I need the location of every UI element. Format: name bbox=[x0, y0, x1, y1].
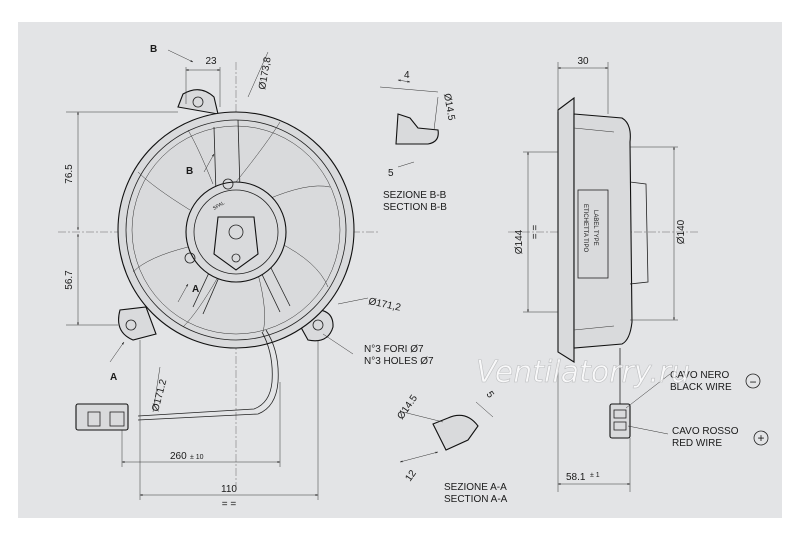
section-bb-profile bbox=[395, 113, 439, 145]
side-rib-2 bbox=[573, 325, 615, 331]
top-mount-hole bbox=[192, 96, 204, 108]
side-motor-rear bbox=[629, 181, 649, 285]
fan-housing-inner bbox=[125, 119, 347, 341]
section-bb-dim-dia: Ø14.5 bbox=[441, 93, 457, 122]
section-bb: 4 Ø14.5 5 SEZIONE B-B SECTION B-B bbox=[379, 70, 457, 213]
side-flange bbox=[557, 96, 575, 363]
leader-bolt-circle bbox=[337, 297, 369, 305]
watermark: Ventilatorry.ru bbox=[476, 355, 690, 390]
section-aa-title-it: SEZIONE A-A bbox=[444, 482, 507, 493]
side-rib-1 bbox=[573, 127, 615, 133]
black-wire-it: CAVO NERO bbox=[670, 370, 729, 381]
section-aa-title-en: SECTION A-A bbox=[444, 494, 508, 505]
negative-symbol-circle bbox=[745, 373, 761, 389]
black-wire-symbol: − bbox=[749, 375, 756, 389]
side-connector-pin-2 bbox=[613, 421, 627, 431]
dim-b-width: 23 bbox=[205, 56, 217, 67]
dim-bolt-circle-2: Ø171.2 bbox=[150, 378, 169, 413]
side-connector bbox=[609, 403, 631, 439]
section-a-arrow-top bbox=[177, 283, 189, 303]
left-mounting-lug bbox=[118, 306, 157, 341]
section-aa-dim-dia: Ø14.5 bbox=[395, 393, 420, 422]
connector-latch bbox=[87, 411, 101, 427]
dim-bottom-height: 56.7 bbox=[64, 270, 75, 290]
section-bb-dim-4: 4 bbox=[404, 70, 410, 81]
left-mount-hole bbox=[125, 319, 137, 331]
section-bb-dia-line bbox=[433, 96, 439, 131]
section-bb-dim4-line bbox=[397, 79, 411, 83]
symmetry-mark-110: = = bbox=[222, 499, 237, 510]
section-a-marker-bottom: A bbox=[110, 372, 117, 383]
motor-ring bbox=[193, 189, 279, 275]
hub-logo-text: SPAL bbox=[212, 200, 226, 212]
dim-outer-dia: Ø173,8 bbox=[257, 56, 274, 91]
cable-length-tolerance: ± 10 bbox=[190, 454, 204, 461]
section-bb-dim-5: 5 bbox=[388, 168, 394, 179]
connector-pin-block bbox=[109, 411, 125, 427]
section-bb-title-it: SEZIONE B-B bbox=[383, 190, 447, 201]
fan-ring bbox=[131, 125, 341, 335]
hub-screw-top bbox=[222, 178, 234, 190]
dim-top-height: 76.5 bbox=[64, 164, 75, 184]
side-view: ETICHETTA TIPO LABEL TYPE 30 Ø144 = = Ø1… bbox=[508, 56, 769, 492]
red-wire-en: RED WIRE bbox=[672, 438, 722, 449]
motor-shaft bbox=[228, 224, 244, 240]
side-dim-140: Ø140 bbox=[676, 219, 687, 244]
cable-connector bbox=[75, 403, 129, 431]
leader-black-wire bbox=[625, 373, 671, 409]
hub-screw-left bbox=[184, 252, 196, 264]
section-b-arrow-top bbox=[167, 49, 194, 63]
holes-label-it: N°3 FORI Ø7 bbox=[364, 344, 424, 355]
fan-cable bbox=[137, 329, 279, 421]
front-view: SPAL 76.5 56.7 23 Ø173,8 B B A A bbox=[58, 44, 434, 510]
width-110: 110 bbox=[221, 484, 237, 495]
side-depth: 58.1 bbox=[566, 472, 586, 483]
section-b-marker-bottom: B bbox=[186, 166, 193, 177]
section-aa-dim12-line bbox=[399, 451, 439, 463]
section-aa-dim-5: 5 bbox=[484, 389, 496, 400]
section-b-marker-top: B bbox=[150, 44, 157, 55]
technical-drawing: SPAL 76.5 56.7 23 Ø173,8 B B A A bbox=[58, 44, 769, 510]
leader-outer-dia bbox=[247, 51, 269, 98]
positive-symbol-circle bbox=[753, 430, 769, 446]
side-dim-30: 30 bbox=[577, 56, 589, 67]
red-wire-symbol: + bbox=[757, 431, 764, 445]
section-aa-profile bbox=[432, 414, 479, 451]
section-bb-title-en: SECTION B-B bbox=[383, 202, 447, 213]
holes-label-en: N°3 HOLES Ø7 bbox=[364, 356, 434, 367]
dim-bolt-circle: Ø171,2 bbox=[367, 296, 402, 314]
section-aa-ext bbox=[402, 411, 444, 423]
cable-length: 260 bbox=[170, 451, 187, 462]
drawing-sheet: SPAL 76.5 56.7 23 Ø173,8 B B A A bbox=[18, 22, 782, 518]
leader-holes bbox=[322, 333, 354, 355]
section-aa: Ø14.5 5 12 SEZIONE A-A SECTION A-A bbox=[395, 389, 507, 505]
right-mount-hole bbox=[312, 319, 324, 331]
motor-cap bbox=[213, 216, 259, 271]
section-a-marker-top: A bbox=[192, 284, 199, 295]
hub-screw-bottom bbox=[231, 253, 241, 263]
side-depth-tolerance: ± 1 bbox=[590, 472, 600, 479]
side-motor-body bbox=[573, 113, 633, 349]
section-bb-dim5-line bbox=[397, 161, 415, 168]
leader-bolt-circle-2 bbox=[152, 366, 161, 413]
side-label-it: ETICHETTA TIPO bbox=[582, 204, 588, 252]
section-b-arrow-bottom bbox=[203, 153, 215, 173]
side-symmetry-mark: = = bbox=[530, 225, 541, 240]
side-label-en: LABEL TYPE bbox=[592, 210, 598, 246]
side-label-box bbox=[577, 189, 609, 279]
black-wire-en: BLACK WIRE bbox=[670, 382, 732, 393]
fan-cable-inner bbox=[137, 331, 273, 417]
top-mounting-lug bbox=[177, 89, 219, 115]
side-dim-144: Ø144 bbox=[514, 229, 525, 254]
section-a-arrow-bottom bbox=[109, 341, 125, 363]
section-aa-dim5-line bbox=[475, 401, 494, 418]
red-wire-it: CAVO ROSSO bbox=[672, 426, 739, 437]
section-bb-ext bbox=[379, 86, 439, 93]
leader-red-wire bbox=[627, 425, 669, 435]
section-aa-dim-12: 12 bbox=[403, 468, 419, 484]
fan-blades bbox=[132, 121, 331, 333]
side-connector-pin-1 bbox=[613, 409, 627, 419]
